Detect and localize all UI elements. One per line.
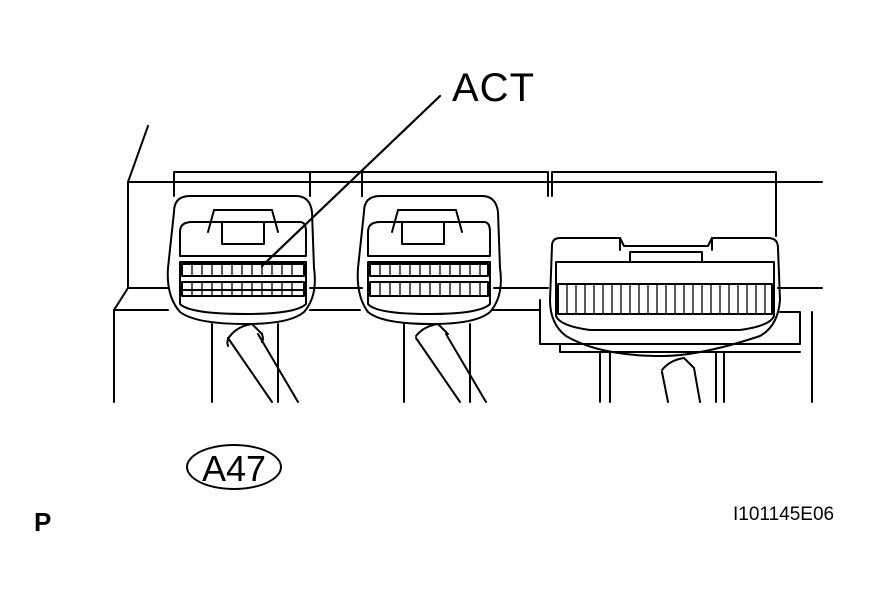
ecu-housing (113, 125, 823, 403)
connector-a47-top-pins (191, 263, 293, 277)
connector-middle-top-pins (379, 263, 481, 277)
act-pin-label: ACT (452, 66, 535, 110)
connector-middle (356, 195, 502, 403)
view-code-label: P (34, 507, 52, 537)
connector-a47 (166, 195, 316, 403)
connector-middle-bottom-pins (379, 281, 481, 297)
connector-right (549, 237, 781, 403)
act-leader-line (260, 94, 442, 268)
connector-right-pins (566, 283, 766, 315)
connector-a47-bottom-pins (191, 281, 293, 297)
figure-number-label: I101145E06 (733, 504, 835, 525)
connector-id-label: A47 (186, 444, 282, 490)
